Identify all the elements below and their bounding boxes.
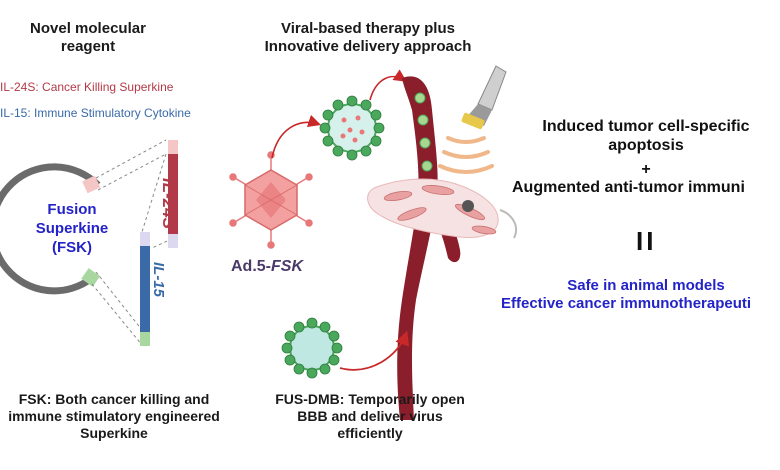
blood-vessel bbox=[397, 76, 461, 421]
dashed-connectors bbox=[91, 139, 179, 346]
outcome-immunity: Augmented anti-tumor immuni bbox=[512, 179, 745, 196]
il15-bar bbox=[140, 232, 150, 346]
left-title: Novel molecular reagent bbox=[30, 20, 146, 55]
microbubble-icon bbox=[281, 317, 343, 379]
fusion-ring bbox=[0, 163, 101, 295]
plus-sign: + bbox=[641, 161, 651, 178]
loaded-microbubble-icon bbox=[319, 95, 385, 161]
ultrasound-probe-icon bbox=[438, 65, 507, 174]
center-title: Viral-based therapy plus Innovative deli… bbox=[264, 20, 472, 55]
adenovirus-icon bbox=[229, 151, 313, 249]
equals-sign: II bbox=[636, 226, 657, 256]
il15-vertical-label: IL-15 bbox=[150, 262, 167, 298]
arrow-virus-to-bubble bbox=[271, 114, 322, 159]
ad5-prefix: Ad.5- bbox=[231, 258, 271, 275]
fus-dmb-description: FUS-DMB: Temporarily open BBB and delive… bbox=[275, 391, 465, 441]
fusion-superkine-label: Fusion Superkine (FSK) bbox=[35, 201, 109, 256]
arrow-bubble-to-vessel bbox=[369, 69, 407, 101]
ad5-suffix: FSK bbox=[271, 258, 303, 275]
ad5-fsk-label: Ad.5-FSK bbox=[231, 258, 303, 276]
il24s-legend-label: IL-24S: Cancer Killing Superkine bbox=[0, 80, 174, 94]
fsk-description: FSK: Both cancer killing and immune stim… bbox=[8, 391, 220, 441]
result-effective: Effective cancer immunotherapeuti bbox=[501, 295, 752, 312]
il24s-bar bbox=[168, 140, 178, 248]
tumor-tissue bbox=[367, 178, 518, 239]
outcome-apoptosis: Induced tumor cell-specific apoptosis bbox=[542, 118, 750, 154]
result-safe: Safe in animal models bbox=[567, 277, 725, 294]
il24s-vertical-label: IL-24S bbox=[159, 178, 178, 230]
arrow-bubble-to-vessel-lower bbox=[339, 330, 410, 371]
il15-legend-label: IL-15: Immune Stimulatory Cytokine bbox=[0, 106, 191, 120]
